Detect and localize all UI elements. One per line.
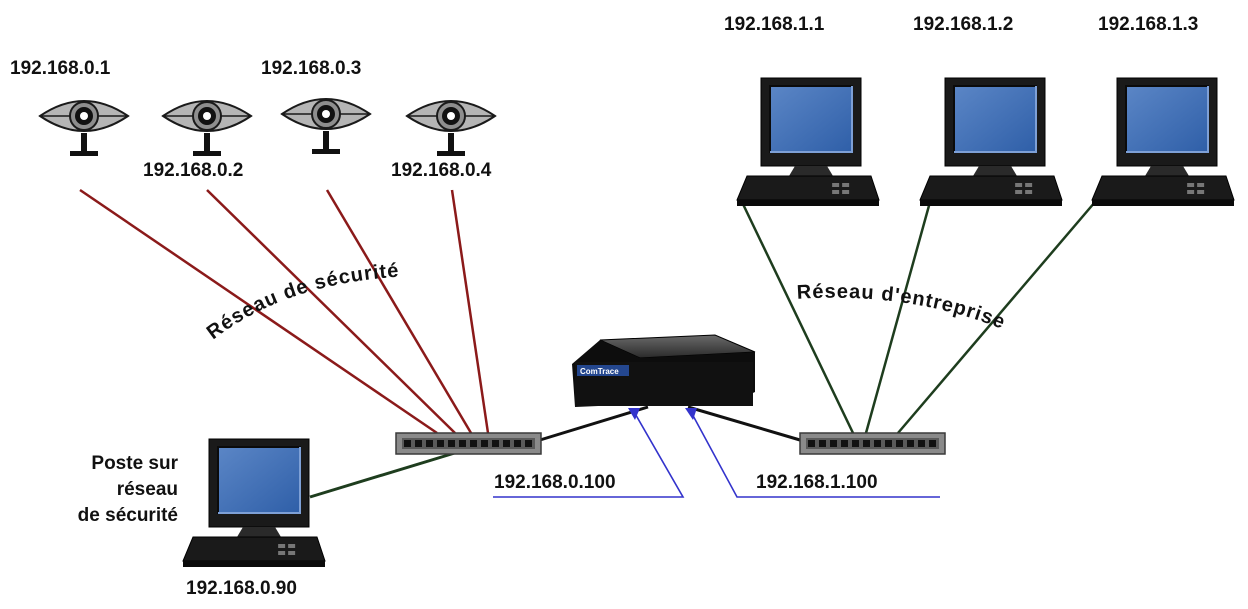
switch-port <box>525 440 532 447</box>
workstation-2-ip: 192.168.1.2 <box>913 14 1014 35</box>
security-network-label: Réseau de sécurité <box>203 260 400 344</box>
switch-port <box>437 440 444 447</box>
workstations <box>182 77 1235 567</box>
switch-port <box>492 440 499 447</box>
switch-port <box>874 440 881 447</box>
switch-port <box>830 440 837 447</box>
comtrace-appliance: ComTrace <box>572 334 756 407</box>
workstation-3-link <box>897 201 1096 434</box>
security-workstation-label-line-3: de sécurité <box>77 505 178 526</box>
switch-port <box>470 440 477 447</box>
security-interface-ip: 192.168.0.100 <box>494 472 616 493</box>
workstation-2-computer <box>919 77 1063 206</box>
camera-2-icon <box>161 100 253 156</box>
camera-4-ip: 192.168.0.4 <box>391 160 492 181</box>
workstation-3-computer <box>1091 77 1235 206</box>
appliance-brand-label: ComTrace <box>580 367 619 376</box>
switch-port <box>404 440 411 447</box>
switch-port <box>929 440 936 447</box>
camera-4-link <box>450 189 490 434</box>
security-workstation-label-line-2: réseau <box>116 479 178 500</box>
camera-2-ip: 192.168.0.2 <box>143 160 244 181</box>
switch-port <box>896 440 903 447</box>
camera-1-icon <box>38 100 130 156</box>
enterprise-switch-ports <box>808 440 936 447</box>
camera-4-icon <box>405 100 497 156</box>
security-workstation-ip: 192.168.0.90 <box>186 578 297 599</box>
workstation-3-ip: 192.168.1.3 <box>1098 14 1199 35</box>
switch-port <box>852 440 859 447</box>
security-workstation-label-line-1: Poste sur <box>91 453 178 474</box>
enterprise-network-links <box>740 201 1096 434</box>
switch-left-to-appliance-link <box>539 405 649 442</box>
camera-3-link <box>325 189 473 434</box>
security-workstation-label: Poste sur réseau de sécurité <box>36 451 178 529</box>
camera-2-link <box>206 189 456 434</box>
switch-port <box>448 440 455 447</box>
switch-port <box>481 440 488 447</box>
switch-port <box>907 440 914 447</box>
callout-security-interface <box>493 408 685 498</box>
security-workstation-computer <box>182 438 326 567</box>
security-switch-ports <box>404 440 532 447</box>
switch-port <box>863 440 870 447</box>
workstation-1-computer <box>736 77 880 206</box>
camera-3-icon <box>280 98 372 154</box>
workstation-1-ip: 192.168.1.1 <box>724 14 825 35</box>
appliance-brand-badge <box>577 365 629 376</box>
switch-port <box>503 440 510 447</box>
switch-port <box>415 440 422 447</box>
callout-enterprise-interface <box>685 408 940 498</box>
workstation-2-link <box>864 201 932 434</box>
enterprise-switch <box>799 432 946 455</box>
security-network-links <box>79 188 490 435</box>
switch-port <box>885 440 892 447</box>
camera-1-link <box>79 188 438 435</box>
switch-port <box>459 440 466 447</box>
switch-port <box>841 440 848 447</box>
security-workstation-link <box>309 450 459 499</box>
switch-port <box>819 440 826 447</box>
enterprise-interface-ip: 192.168.1.100 <box>756 472 878 493</box>
camera-1-ip: 192.168.0.1 <box>10 58 111 79</box>
security-switch <box>395 432 542 455</box>
appliance-to-switch-right-link <box>687 405 801 442</box>
switch-port <box>918 440 925 447</box>
enterprise-network-label: Réseau d'entreprise <box>796 281 1009 334</box>
camera-3-ip: 192.168.0.3 <box>261 58 362 79</box>
switch-port <box>514 440 521 447</box>
switch-port <box>808 440 815 447</box>
security-cameras <box>38 98 497 156</box>
workstation-1-link <box>740 201 855 434</box>
switch-port <box>426 440 433 447</box>
